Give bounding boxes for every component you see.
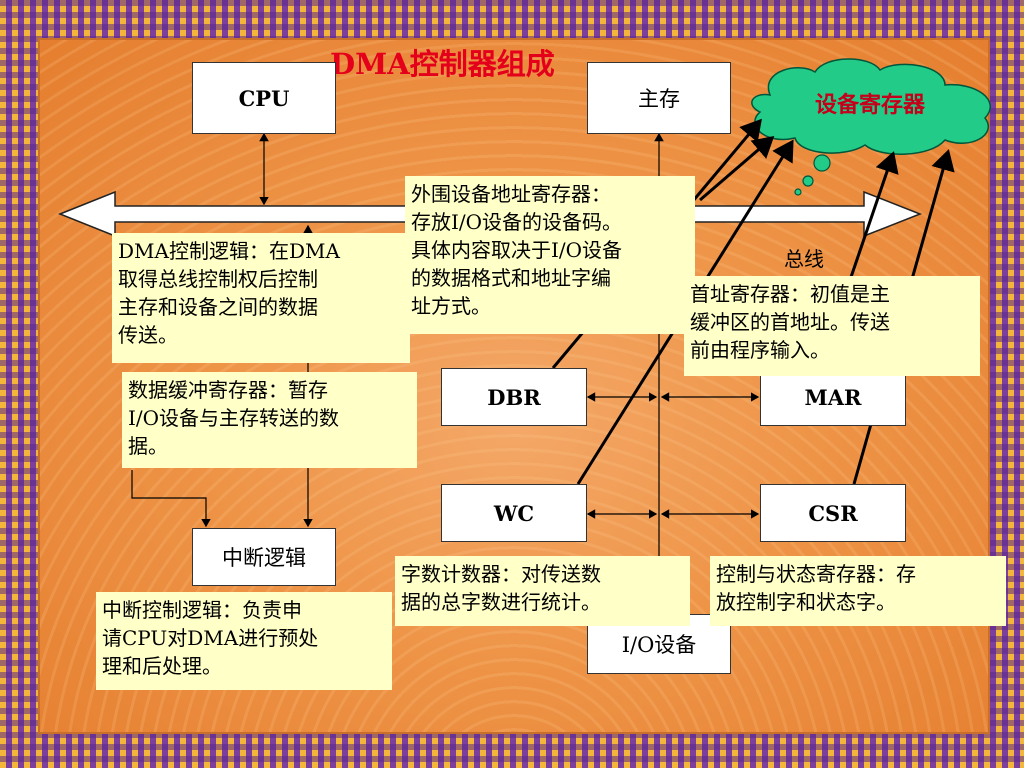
note-data-buffer: 数据缓冲寄存器：暂存 I/O设备与主存转送的数 据。 [122,372,417,468]
note-line: 的数据格式和地址字编 [411,266,611,290]
note-line: DMA控制逻辑：在DMA [118,239,340,263]
csr-box: CSR [760,484,906,542]
note-line: 缓冲区的首地址。传送 [690,310,890,334]
wc-box: WC [441,484,587,542]
note-line: 具体内容取决于I/O设备 [411,238,623,262]
note-line: 存放I/O设备的设备码。 [411,210,623,234]
dbr-box: DBR [441,368,587,426]
note-line: 取得总线控制权后控制 [118,267,318,291]
note-word-count: 字数计数器：对传送数 据的总字数进行统计。 [395,556,690,626]
mar-box: MAR [760,368,906,426]
note-control-status: 控制与状态寄存器：存 放控制字和状态字。 [710,556,1006,626]
note-first-address: 首址寄存器：初值是主 缓冲区的首地址。传送 前由程序输入。 [684,276,980,376]
note-interrupt: 中断控制逻辑：负责申 请CPU对DMA进行预处 理和后处理。 [96,592,392,690]
note-line: 请CPU对DMA进行预处 [102,626,319,650]
note-line: 据的总字数进行统计。 [401,590,601,614]
data-buffer-interrupt-link [131,470,211,528]
device-register-label: 设备寄存器 [814,92,925,118]
interrupt-logic-box: 中断逻辑 [192,528,336,586]
note-line: 数据缓冲寄存器：暂存 [128,378,328,402]
note-line: 理和后处理。 [102,654,222,678]
main-memory-box: 主存 [587,62,731,134]
note-line: 前由程序输入。 [690,338,830,362]
note-line: 中断控制逻辑：负责申 [102,598,302,622]
device-addr-cloud-arrow [699,136,775,202]
bus-label: 总线 [784,247,824,271]
note-line: 放控制字和状态字。 [716,590,896,614]
note-line: 主存和设备之间的数据 [118,295,318,319]
note-line: 址方式。 [411,294,491,318]
device-register-cloud [751,58,991,196]
note-dma-logic: DMA控制逻辑：在DMA 取得总线控制权后控制 主存和设备之间的数据 传送。 [112,233,410,363]
note-line: 首址寄存器：初值是主 [690,282,890,306]
note-line: 外围设备地址寄存器： [411,182,611,206]
cpu-box: CPU [192,62,336,134]
note-line: 字数计数器：对传送数 [401,562,601,586]
note-line: 控制与状态寄存器：存 [716,562,916,586]
note-line: I/O设备与主存转送的数 [128,406,340,430]
note-line: 据。 [128,434,168,458]
note-device-address: 外围设备地址寄存器： 存放I/O设备的设备码。 具体内容取决于I/O设备 的数据… [405,176,695,334]
note-line: 传送。 [118,323,178,347]
io-device-box: I/O设备 [587,614,731,674]
slide-title: DMA控制器组成 [330,47,555,81]
